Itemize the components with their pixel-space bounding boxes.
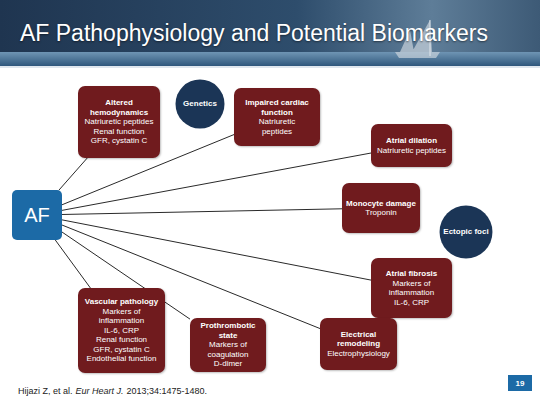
- node-heading: Prothrombotic state: [195, 321, 261, 340]
- af-box: AF: [12, 190, 62, 240]
- biomarker-text: IL-6, CRP: [104, 326, 139, 336]
- citation-part: Eur Heart J.: [76, 386, 124, 396]
- page-number: 19: [508, 375, 532, 391]
- biomarker-text: Natriuretic peptides: [244, 117, 310, 136]
- biomarker-text: Markers of inflammation: [376, 279, 447, 298]
- biomarker-text: GFR, cystatin C: [91, 136, 147, 146]
- biomarker-text: Markers of inflammation: [82, 307, 161, 326]
- pathophysiology-box: Electrical remodelingElectrophysiology: [320, 318, 397, 370]
- connector-line: [59, 158, 87, 190]
- factor-circle: Genetics: [175, 79, 225, 129]
- node-heading: Vascular pathology: [85, 297, 158, 307]
- biomarker-text: Endothelial function: [87, 354, 157, 364]
- citation-part: Hijazi Z, et al.: [18, 386, 73, 396]
- pathophysiology-box: Impaired cardiac functionNatriuretic pep…: [234, 88, 320, 146]
- biomarker-text: Renal function: [96, 335, 147, 345]
- connector-line: [62, 220, 371, 280]
- biomarker-text: Troponin: [365, 208, 396, 218]
- biomarker-text: Natriuretic peptides: [85, 117, 154, 127]
- biomarker-text: D-dimer: [214, 359, 242, 369]
- biomarker-text: GFR, cystatin C: [93, 345, 149, 355]
- node-heading: AF: [24, 204, 50, 227]
- slide-title: AF Pathophysiology and Potential Biomark…: [20, 20, 488, 47]
- biomarker-text: Renal function: [93, 127, 144, 137]
- citation: Hijazi Z, et al.Eur Heart J.2013;34:1475…: [18, 386, 210, 396]
- biomarker-text: Markers of coagulation: [195, 340, 261, 359]
- node-heading: Monocyte damage: [346, 199, 416, 209]
- node-heading: Ectopic foci: [443, 227, 488, 237]
- biomarker-text: Electrophysiology: [327, 349, 390, 359]
- node-heading: Atrial fibrosis: [386, 269, 438, 279]
- connector-line: [62, 153, 371, 210]
- biomarker-text: Natriuretic peptides: [377, 146, 446, 156]
- pathophysiology-box: Atrial fibrosisMarkers of inflammationIL…: [371, 258, 452, 318]
- pathophysiology-box: Altered hemodynamicsNatriuretic peptides…: [78, 86, 160, 158]
- node-heading: Impaired cardiac function: [244, 98, 310, 117]
- pathophysiology-box: Prothrombotic stateMarkers of coagulatio…: [190, 318, 266, 372]
- node-heading: Genetics: [183, 99, 217, 109]
- pathophysiology-box: Monocyte damageTroponin: [342, 183, 420, 233]
- connector-line: [55, 240, 90, 288]
- node-heading: Electrical remodeling: [328, 330, 389, 349]
- citation-part: 2013;34:1475-1480.: [127, 386, 208, 396]
- pathophysiology-box: Atrial dilationNatriuretic peptides: [371, 124, 452, 167]
- node-heading: Atrial dilation: [386, 136, 437, 146]
- pathophysiology-box: Vascular pathologyMarkers of inflammatio…: [78, 288, 165, 373]
- connector-line: [62, 209, 342, 215]
- biomarker-text: IL-6, CRP: [394, 298, 429, 308]
- factor-circle: Ectopic foci: [439, 205, 493, 259]
- node-heading: Altered hemodynamics: [83, 98, 155, 117]
